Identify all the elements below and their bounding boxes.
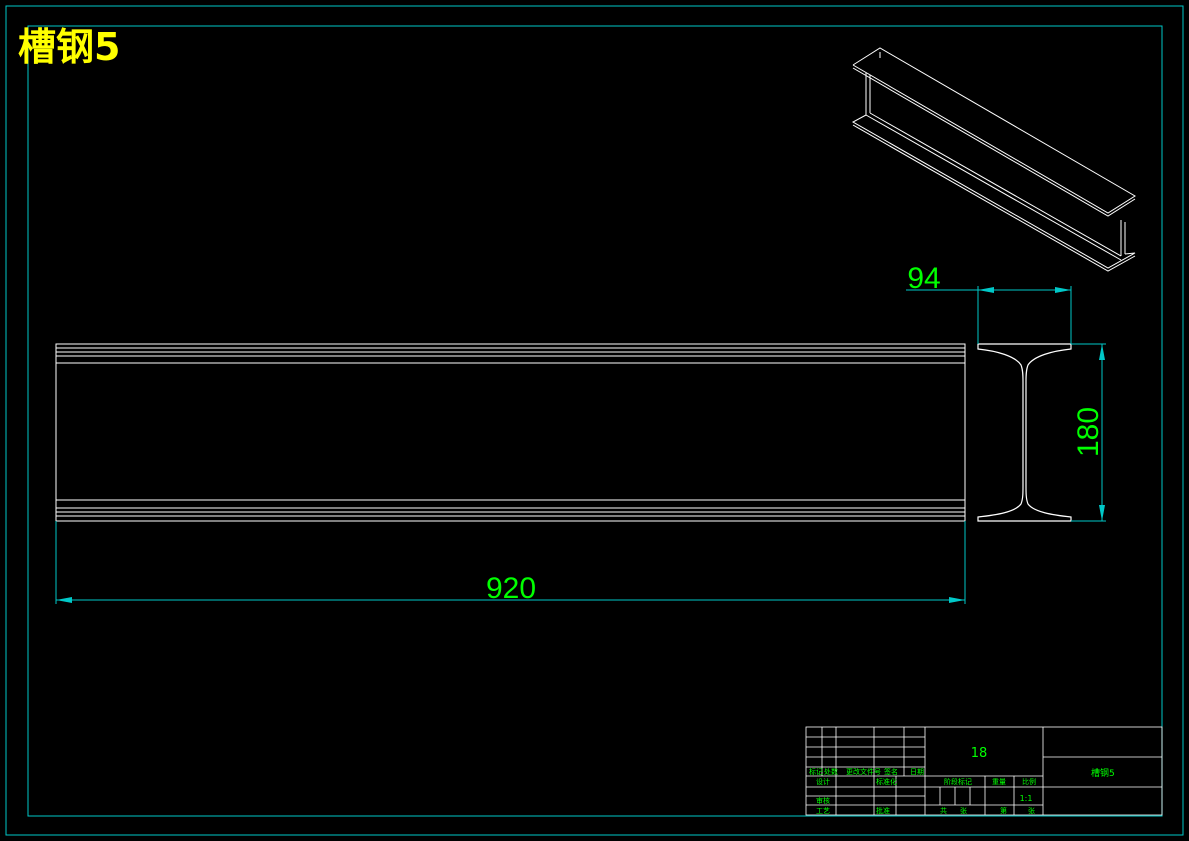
title-block-labels: 标记 处数 更改文件号 签名 日期 设计 标准化 审核 工艺 批准 阶段标记 重… (809, 767, 1036, 815)
tb-scale-value: 1:1 (1020, 794, 1033, 803)
tb-label-design: 设计 (816, 777, 830, 786)
cross-section-view (977, 343, 1072, 522)
front-view (55, 343, 966, 522)
tb-label-scale: 比例 (1022, 777, 1036, 786)
tb-label-sheets-2: 张 (1028, 806, 1035, 815)
inner-border (27, 25, 1163, 817)
tb-label-mark: 标记 (809, 767, 823, 776)
drawing-title: 槽钢5 (18, 25, 120, 69)
dimension-flange-width-label: 94 (907, 262, 940, 295)
tb-label-sheets-1: 张 (960, 806, 967, 815)
tb-label-stage: 阶段标记 (944, 777, 972, 786)
dimension-height (1071, 343, 1106, 522)
dimension-length-label: 920 (486, 572, 536, 605)
tb-label-total: 共 (940, 806, 947, 815)
outer-border (5, 5, 1184, 836)
tb-label-sheet-no: 第 (1000, 806, 1007, 815)
isometric-beam-view (851, 47, 1136, 272)
title-block (805, 726, 1163, 816)
dimension-length (55, 521, 966, 604)
dimension-flange-width (906, 286, 1072, 344)
tb-label-sign: 签名 (884, 767, 898, 776)
tb-label-review: 审核 (816, 796, 830, 805)
tb-part-name: 槽钢5 (1091, 767, 1115, 779)
tb-label-process: 工艺 (816, 807, 830, 815)
tb-label-weight: 重量 (992, 778, 1006, 786)
tb-label-count: 处数 (824, 767, 838, 776)
dimension-height-label: 180 (1072, 407, 1105, 457)
tb-label-approve: 批准 (876, 806, 890, 815)
tb-label-date: 日期 (910, 768, 924, 776)
tb-label-standard: 标准化 (876, 777, 897, 786)
tb-sheet-number: 18 (971, 746, 988, 761)
tb-label-change-doc: 更改文件号 (846, 767, 881, 776)
